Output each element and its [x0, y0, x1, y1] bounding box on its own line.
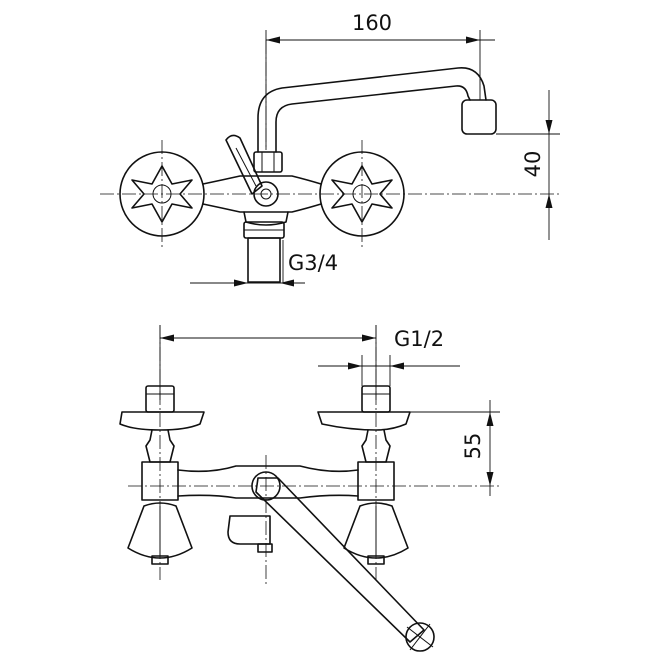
dimension-valve-spacing — [159, 325, 377, 400]
diverter-pivot — [253, 181, 279, 207]
plan-diverter-block — [227, 515, 271, 545]
dimension-outlet-thread: G1/2 — [318, 327, 460, 386]
plan-body — [177, 465, 359, 499]
dimension-inlet-thread: G3/4 — [190, 240, 338, 287]
front-elevation-view: 160 40 G3/4 — [100, 11, 560, 287]
dimension-valve-height: 55 — [410, 400, 500, 496]
mixer-body — [202, 175, 322, 213]
right-handwheel — [319, 151, 405, 237]
spout-swivel-nut — [253, 151, 283, 173]
plan-diverter-knob — [257, 543, 273, 553]
plan-view: G1/2 55 — [119, 325, 500, 652]
dimension-spout-height: 40 — [496, 90, 560, 240]
left-valve-plan — [119, 385, 205, 565]
spout-height-label: 40 — [521, 151, 545, 178]
outlet-thread-label: G1/2 — [394, 327, 444, 351]
left-handwheel — [119, 151, 205, 237]
inlet-connector — [247, 237, 281, 283]
dimension-spout-reach: 160 — [265, 11, 495, 150]
plan-spout-outlet — [405, 622, 435, 652]
valve-height-label: 55 — [461, 433, 485, 460]
spout-reach-label: 160 — [352, 11, 392, 35]
right-valve-plan — [317, 385, 411, 565]
spout-tube — [257, 67, 487, 153]
inlet-thread-label: G3/4 — [288, 251, 338, 275]
plan-spout-tube — [255, 477, 425, 643]
spout-aerator — [461, 99, 497, 135]
diverter-lever — [225, 134, 263, 195]
plan-swivel-ring — [251, 471, 281, 501]
body-lower-boss — [243, 211, 289, 226]
